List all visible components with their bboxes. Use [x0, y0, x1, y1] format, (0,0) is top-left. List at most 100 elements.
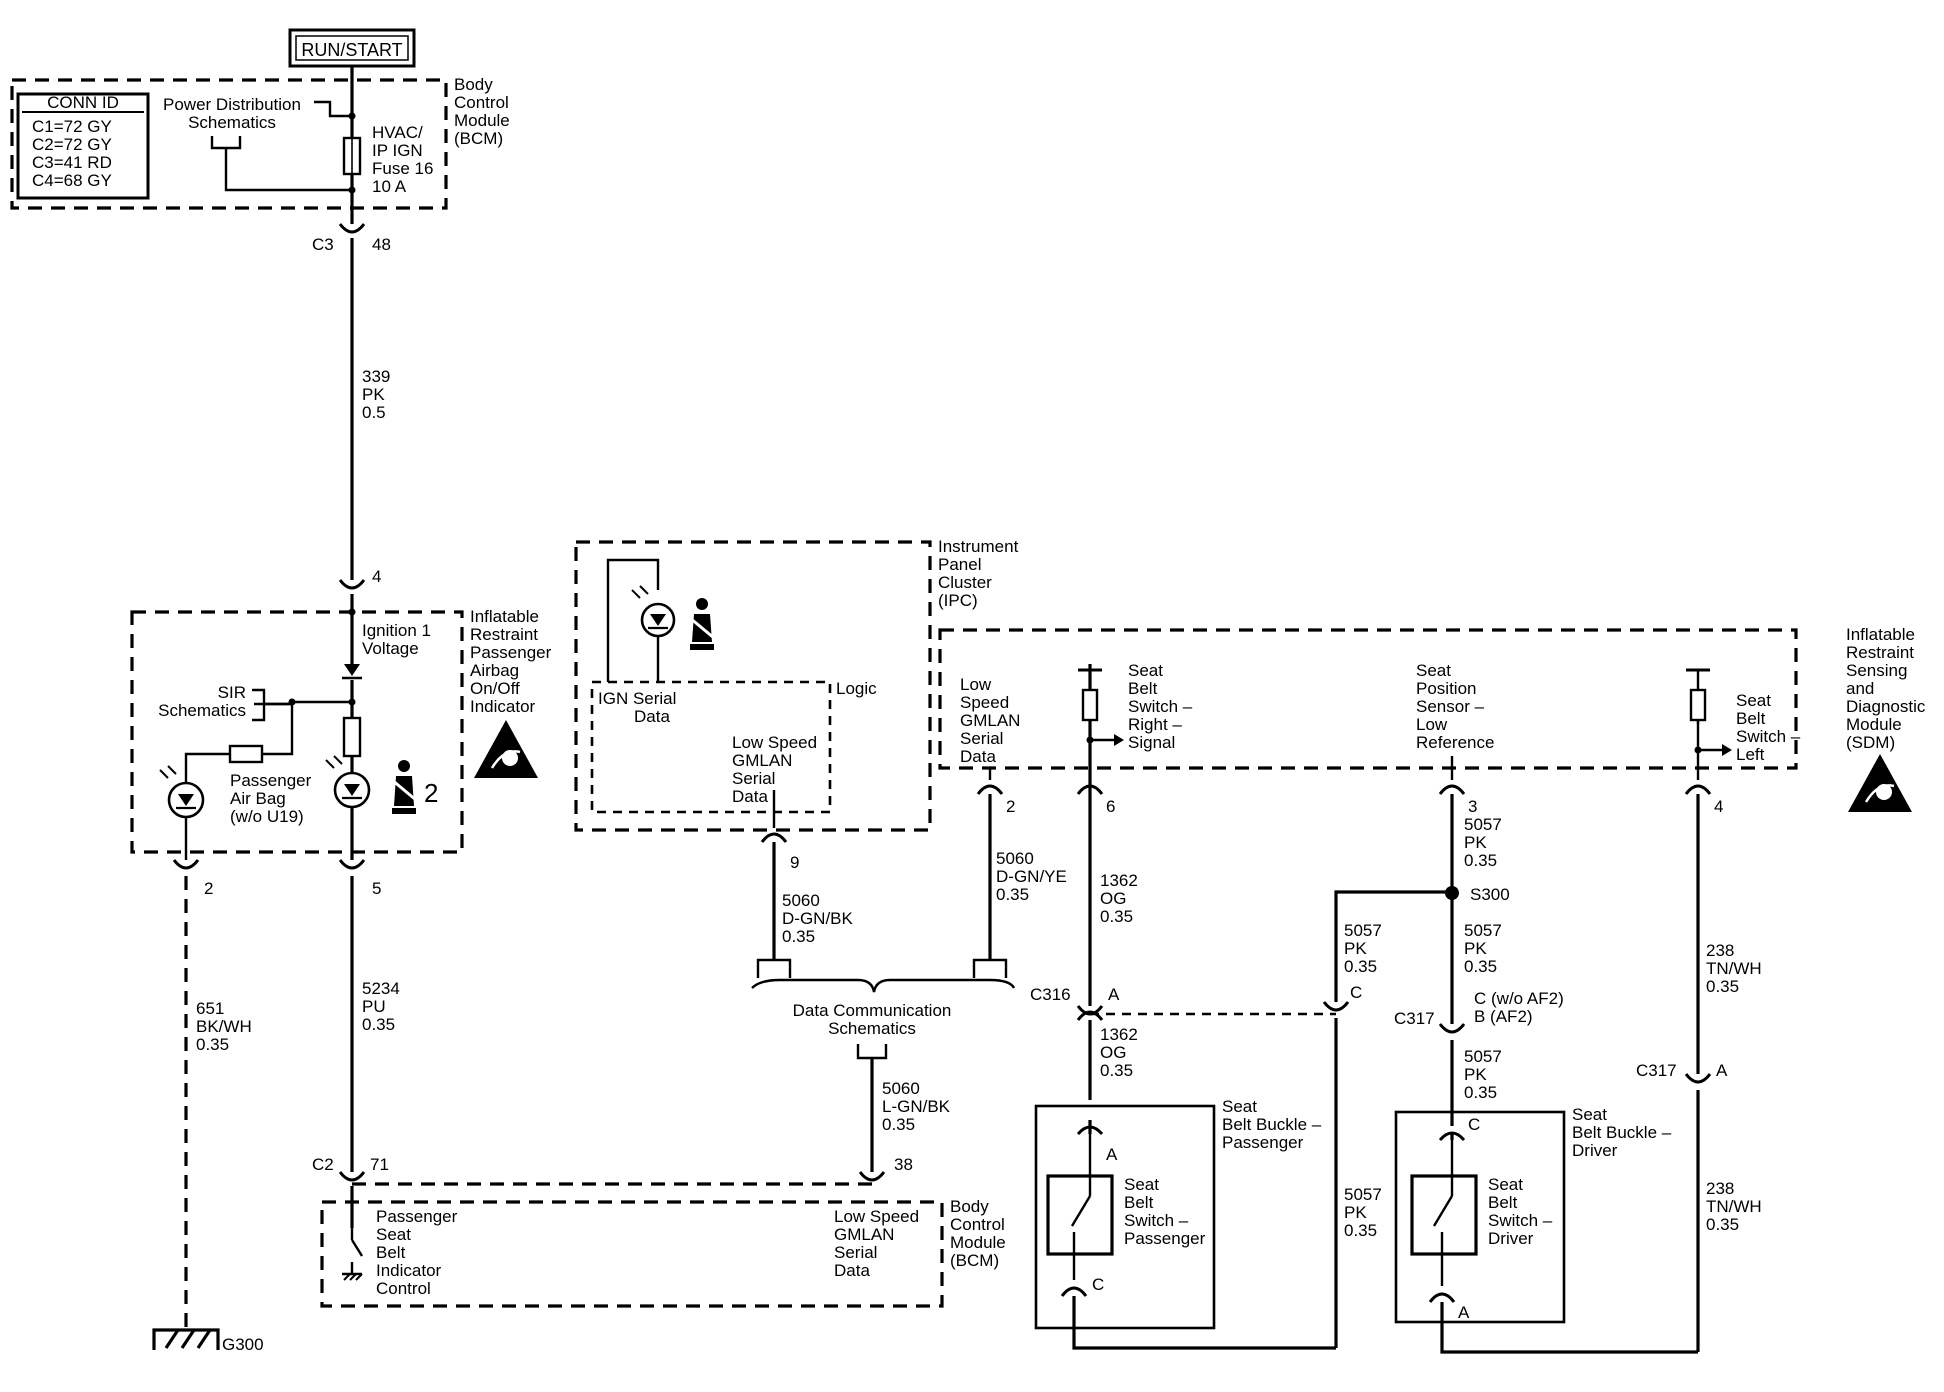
connector-buckle-driver-a: [1428, 1292, 1456, 1303]
wire-5057-a-circuit: 5057: [1464, 815, 1502, 834]
wire-1362-b-gauge: 0.35: [1100, 1061, 1133, 1080]
wire-5060-lgn-gauge: 0.35: [882, 1115, 915, 1134]
sdm-name-2: Restraint: [1846, 643, 1914, 662]
ground-label: G300: [222, 1335, 264, 1354]
pass-seat-line-1: Passenger: [376, 1207, 458, 1226]
buckle-pass-pin-bottom: C: [1092, 1275, 1104, 1294]
fuse-line-2: IP IGN: [372, 141, 423, 160]
buckle-pass-pin-top: A: [1106, 1145, 1118, 1164]
connector-c3-pin: 48: [372, 235, 391, 254]
sdm-low-speed-4: Serial: [960, 729, 1003, 748]
connector-c316-c: [1322, 1001, 1350, 1012]
sdm-low-speed-3: GMLAN: [960, 711, 1020, 730]
connector-c3-48: [338, 223, 366, 234]
wire-power-dist: [314, 100, 352, 118]
diode-icon: [344, 664, 360, 676]
connector-c316-a: [1076, 1005, 1104, 1016]
buckle-pass-name-3: Passenger: [1222, 1133, 1304, 1152]
connector-c317-a: [1684, 1073, 1712, 1084]
power-dist-line-2: Schematics: [188, 113, 276, 132]
seatbelt-icon-number: 2: [424, 778, 438, 808]
ipc-low-speed-4: Data: [732, 787, 768, 806]
buckle-pass-switch-box: [1046, 1174, 1114, 1256]
wire-1362-a-label: 1362 OG 0.35: [1100, 871, 1138, 926]
wire-5057-a-label: 5057 PK 0.35: [1464, 815, 1502, 870]
connector-airbag-5: [338, 859, 366, 870]
bcm-top-module: CONN ID C1=72 GY C2=72 GY C3=41 RD C4=68…: [10, 75, 510, 254]
wire-238-a-circuit: 238: [1706, 941, 1734, 960]
bcm-bottom-module: C2 71 38 Passenger Seat Belt Indicator C…: [312, 1155, 1006, 1308]
wire-1362-b-label: 1362 OG 0.35: [1100, 1025, 1138, 1080]
wire-5060-lgn-circuit: 5060: [882, 1079, 920, 1098]
wire-5057-a-color: PK: [1464, 833, 1487, 852]
wire-651-color: BK/WH: [196, 1017, 252, 1036]
c316-pin-a: A: [1108, 985, 1120, 1004]
wire-5057-c-circuit: 5057: [1464, 921, 1502, 940]
bcm-low-speed-1: Low Speed: [834, 1207, 919, 1226]
data-comm-line-2: Schematics: [828, 1019, 916, 1038]
wire-5057-b-label: 5057 PK 0.35: [1344, 921, 1382, 976]
wire-5057-d-circuit: 5057: [1464, 1047, 1502, 1066]
wire-238-a-label: 238 TN/WH 0.35: [1706, 941, 1762, 996]
wire-651-gauge: 0.35: [196, 1035, 229, 1054]
data-comm-stub: [856, 1044, 888, 1060]
right-signal-line-1: Seat: [1128, 661, 1163, 680]
left-switch-line-2: Belt: [1736, 709, 1766, 728]
sir-line-2: Schematics: [158, 701, 246, 720]
seatbelt-led-icon: [325, 755, 371, 809]
left-switch-resistor-icon: [1689, 688, 1707, 722]
ipc-led-icon: [631, 585, 676, 638]
buckle-driver-name-3: Driver: [1572, 1141, 1618, 1160]
connector-c316-a-lower: [1076, 1010, 1104, 1021]
fuse-line-1: HVAC/: [372, 123, 423, 142]
right-signal-sensor: [1078, 668, 1124, 780]
connector-c2-71: [338, 1171, 366, 1182]
bcm-low-speed-2: GMLAN: [834, 1225, 894, 1244]
wire-5060-ye-circuit: 5060: [996, 849, 1034, 868]
wire-5060-ye-color: D-GN/YE: [996, 867, 1067, 886]
wire-1362-b-circuit: 1362: [1100, 1025, 1138, 1044]
buckle-driver-switch-box: [1410, 1174, 1478, 1256]
conn-id-box: [16, 92, 150, 200]
wire-1362-a-gauge: 0.35: [1100, 907, 1133, 926]
ground-hatch-1: [164, 1329, 180, 1349]
wire-238-b-circuit: 238: [1706, 1179, 1734, 1198]
wire-5057-d-color: PK: [1464, 1065, 1487, 1084]
ipc-name-4: (IPC): [938, 591, 978, 610]
ipc-low-speed-3: Serial: [732, 769, 775, 788]
airbag-name-3: Passenger: [470, 643, 552, 662]
wire-5057-d-label: 5057 PK 0.35: [1464, 1047, 1502, 1102]
left-switch-line-1: Seat: [1736, 691, 1771, 710]
airbag-name-5: On/Off: [470, 679, 520, 698]
connector-c317-mid: [1438, 1023, 1466, 1034]
passenger-resistor-icon: [228, 744, 264, 764]
conn-id-row-4: C4=68 GY: [32, 171, 112, 190]
connector-stub-right: [972, 958, 1008, 978]
buckle-pass-name-1: Seat: [1222, 1097, 1257, 1116]
passenger-airbag-line-1: Passenger: [230, 771, 312, 790]
sdm-name-5: Diagnostic: [1846, 697, 1926, 716]
sdm-name-3: Sensing: [1846, 661, 1907, 680]
connector-ipc-9: [760, 832, 788, 843]
wire-238-b-color: TN/WH: [1706, 1197, 1762, 1216]
bcm-bottom-name-4: (BCM): [950, 1251, 999, 1270]
wire-5060-lgn-label: 5060 L-GN/BK 0.35: [882, 1079, 951, 1134]
ignition-line-1: Ignition 1: [362, 621, 431, 640]
sdm-name-7: (SDM): [1846, 733, 1895, 752]
wire-5057-b-gauge: 0.35: [1344, 957, 1377, 976]
wire-339-label: 339 PK 0.5: [362, 367, 390, 422]
fuse-junction: [348, 186, 356, 194]
pass-seat-line-5: Control: [376, 1279, 431, 1298]
passenger-airbag-line-3: (w/o U19): [230, 807, 304, 826]
right-signal-line-5: Signal: [1128, 733, 1175, 752]
buckle-pass-switch-1: Seat: [1124, 1175, 1159, 1194]
connector-buckle-pass-c: [1060, 1286, 1088, 1297]
wire-5060-ye-gauge: 0.35: [996, 885, 1029, 904]
wire-5060-bk-color: D-GN/BK: [782, 909, 854, 928]
ipc-name-2: Panel: [938, 555, 981, 574]
wire-339-gauge: 0.5: [362, 403, 386, 422]
connector-airbag-4: [338, 579, 366, 590]
buckle-pass-switch-3: Switch –: [1124, 1211, 1189, 1230]
bcm-bottom-dashed-box: [320, 1200, 944, 1308]
ground-bar: [152, 1328, 220, 1350]
